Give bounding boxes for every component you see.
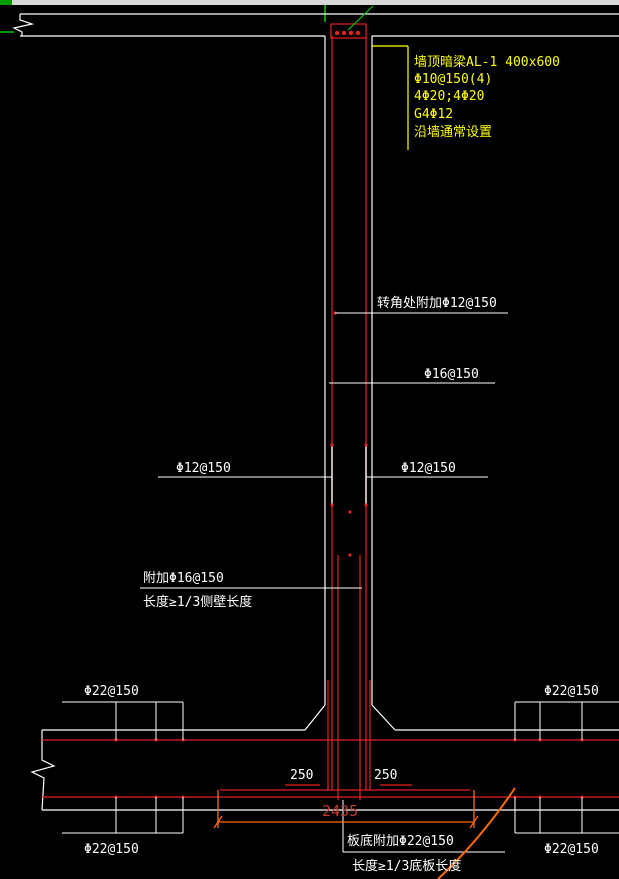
rebar-dots <box>330 311 368 557</box>
beam-note-line1: 墙顶暗梁AL-1 400x600 <box>414 55 560 70</box>
leader-green <box>347 5 374 31</box>
label-corner-extra: 转角处附加Φ12@150 <box>377 296 497 311</box>
callout-slab-top-right <box>514 701 619 740</box>
label-slab-extra-2: 长度≥1/3底板长度 <box>352 858 461 874</box>
label-wall-left: Φ12@150 <box>176 461 231 476</box>
label-slab-extra-1: 板底附加Φ22@150 <box>347 833 454 849</box>
label-extra-left-1: 附加Φ16@150 <box>143 571 224 586</box>
beam-rebar-cage <box>330 23 367 39</box>
label-wall-vertical: Φ16@150 <box>424 367 479 382</box>
beam-note-line3: 4Φ20;4Φ20 <box>414 89 484 104</box>
label-slab-top-left: Φ22@150 <box>84 684 139 699</box>
label-extra-left-2: 长度≥1/3侧壁长度 <box>143 594 252 610</box>
callout-slab-bottom-right <box>514 797 619 834</box>
top-slab-outline <box>12 13 619 37</box>
label-slab-bottom-right: Φ22@150 <box>544 842 599 857</box>
label-wall-right: Φ12@150 <box>401 461 456 476</box>
bottom-slab-outline <box>30 729 619 811</box>
label-slab-top-right: Φ22@150 <box>544 684 599 699</box>
break-curve <box>437 787 516 879</box>
wall-vertical-rebars <box>327 36 371 800</box>
callout-slab-bottom-left <box>62 797 184 834</box>
wall-outline <box>304 36 396 731</box>
callout-slab-top-left <box>62 701 184 740</box>
label-slab-bottom-left: Φ22@150 <box>84 842 139 857</box>
dim-left-offset: 250 <box>290 768 313 783</box>
beam-note-line5: 沿墙通常设置 <box>414 125 492 140</box>
dimension-line <box>213 790 479 829</box>
beam-note-bracket <box>372 45 409 150</box>
slab-horizontal-rebars <box>42 739 619 798</box>
wall-extra-bars <box>331 445 367 505</box>
leader-lines <box>140 312 508 853</box>
corner-marker <box>0 0 12 5</box>
dim-right-offset: 250 <box>374 768 397 783</box>
beam-note-line4: G4Φ12 <box>414 107 453 122</box>
window-top-strip <box>0 0 619 5</box>
beam-note-line2: Φ10@150(4) <box>414 72 492 87</box>
dim-total-length: 2435 <box>322 802 358 820</box>
